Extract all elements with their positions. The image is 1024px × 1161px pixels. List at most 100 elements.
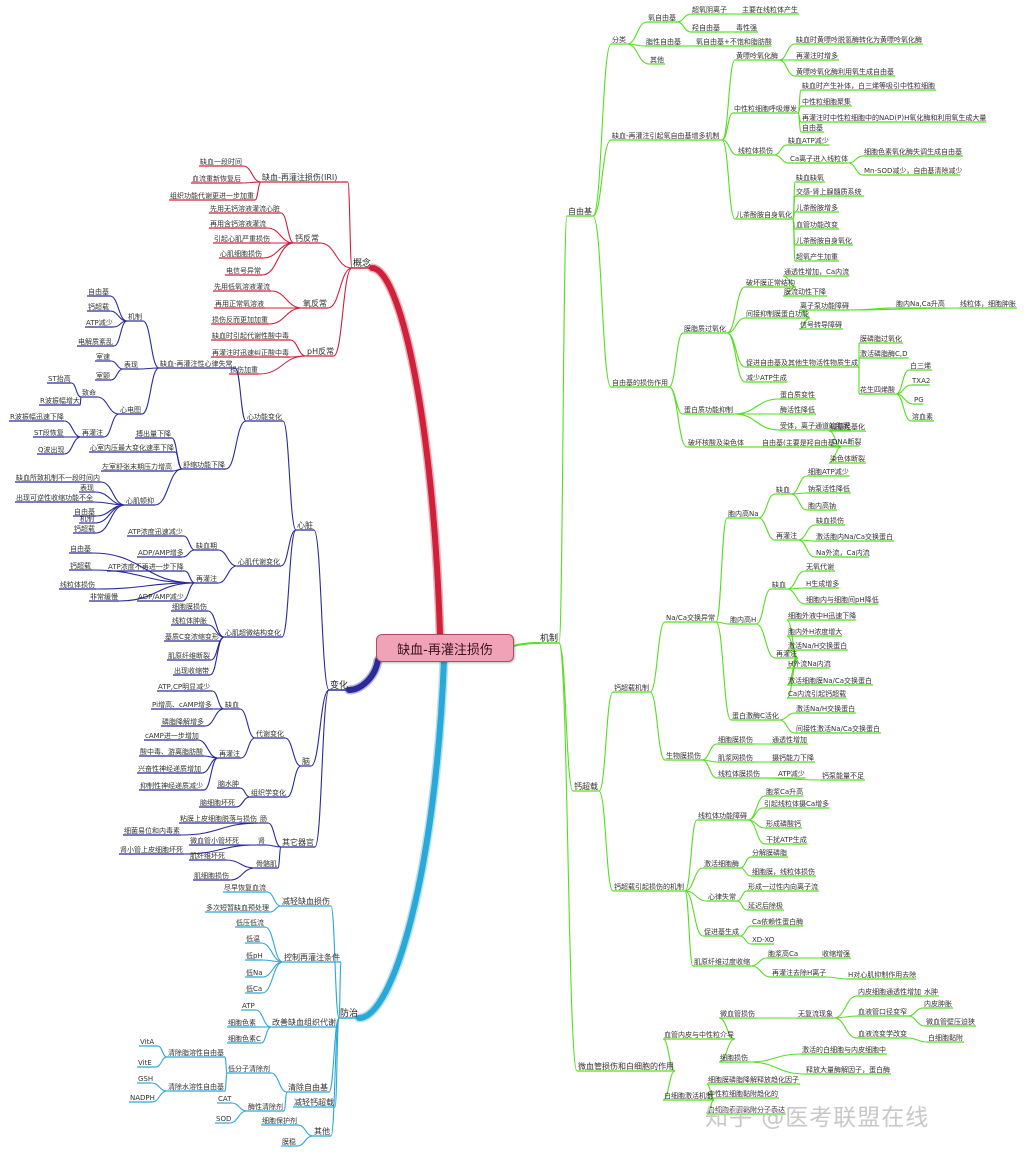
node-label-branches.3.children.0.children.2.children.0.children.3[interactable]: 减少ATP生成 — [746, 373, 787, 382]
node-label-branches.3.children.0.children.0.children.0.children.1[interactable]: 羟自由基 — [692, 23, 720, 32]
node-label-branches.1.children.0.children.0.children.0.children.2.children.0.children.0[interactable]: ST抬高 — [48, 374, 71, 383]
node-label-branches.3.children.0.children.2.children.2.children.0.children.0[interactable]: 碱基羟基化 — [830, 422, 865, 431]
node-label-branches.3.children.2[interactable]: 微血管损伤和白细胞的作用 — [578, 1061, 674, 1071]
node-label-branches.3.children.1.children.0.children.0.children.0.children.0.children.1[interactable]: 钠泵活性降低 — [808, 484, 850, 493]
node-label-branches.3.children.1.children.1.children.2[interactable]: 心律失常 — [708, 892, 736, 901]
node-label-branches.3.children.0.children.2.children.0.children.2.children.2.children.2[interactable]: PG — [914, 396, 924, 404]
node-label-branches.1.children.0.children.2[interactable]: 心肌超微结构变化 — [225, 628, 281, 637]
node-label-branches.1.children.0.children.1.children.1.children.1[interactable]: 钙超载 — [70, 561, 91, 570]
node-label-branches.3.children.2.children.0.children.0.children.0.children.1.children.1[interactable]: 微血管壁压迫狭 — [926, 1017, 975, 1026]
node-label-branches.3.children.0.children.0.children.1[interactable]: 脂性自由基 — [646, 37, 681, 46]
node-label-branches.3.children.0.children.0.children.0.children.0[interactable]: 超氧阴离子 — [692, 5, 727, 14]
node-label-branches.3.children.0.children.1.children.3.children.4[interactable]: 儿茶酚胺自身氧化 — [796, 236, 852, 245]
node-label-branches.3.children.1.children.0.children.0.children.1.children.1.children.0[interactable]: 细胞外液中H迅速下降 — [788, 611, 856, 620]
branch-label-concept[interactable]: 概念 — [353, 257, 371, 269]
node-label-branches.3.children.1.children.0.children.0.children.0.children.1[interactable]: 再灌注 — [776, 531, 797, 540]
node-label-branches.3.children.0.children.2.children.0.children.2.children.2[interactable]: 花生四烯酸 — [860, 385, 895, 394]
node-label-branches.3.children.0.children.1.children.1.children.3[interactable]: 自由基 — [802, 123, 823, 132]
node-label-branches.3.children.1.children.0.children.0.children.2.children.1[interactable]: 间接性激活Na/Ca交换蛋白 — [796, 724, 880, 733]
node-label-branches.3.children.0.children.2.children.0.children.2.children.1[interactable]: 激活磷脂酶C,D — [860, 349, 908, 358]
node-label-branches.1.children.0.children.0.children.0[interactable]: 缺血-再灌注性心律失常 — [160, 359, 233, 368]
node-label-branches.3.children.1.children.0.children.1.children.0.children.0[interactable]: 通透性增加 — [772, 735, 807, 744]
node-label-branches.3.children.0.children.1.children.1.children.0[interactable]: 缺血时产生补体，白三烯等吸引中性粒细胞 — [802, 81, 935, 90]
node-label-branches.2.children.2.children.0[interactable]: ATP — [242, 1002, 255, 1010]
node-label-branches.3.children.0.children.2.children.0.children.2.children.0[interactable]: 膜磷脂过氧化 — [860, 334, 902, 343]
node-label-branches.3.children.1.children.1.children.4.children.1[interactable]: 再灌注去除H离子 — [772, 968, 826, 977]
node-label-branches.3.children.2.children.0.children.0.children.0.children.0.children.0[interactable]: 水肿 — [924, 987, 938, 996]
node-label-branches.3.children.1.children.1.children.1[interactable]: 激活细胞酶 — [704, 859, 739, 868]
node-label-branches.3.children.2.children.0.children.0.children.0.children.1[interactable]: 血液管口径变窄 — [858, 1007, 907, 1016]
node-label-branches.2.children.3.children.0.children.0.children.1[interactable]: VitE — [138, 1059, 152, 1067]
node-label-branches.1.children.0.children.0.children.0.children.1[interactable]: 表现 — [124, 360, 138, 369]
node-label-branches.2.children.1.children.0[interactable]: 低压低流 — [236, 918, 264, 927]
node-label-branches.1.children.0.children.0.children.0.children.0[interactable]: 机制 — [128, 312, 142, 321]
node-label-branches.1.children.0.children.0.children.0.children.2.children.1.children.0[interactable]: R波振幅迅速下降 — [10, 412, 64, 421]
node-label-branches.1.children.0.children.0.children.1.children.3.children.4[interactable]: 机制 — [80, 514, 94, 523]
node-label-branches.1.children.0.children.0.children.0.children.2.children.1.children.2[interactable]: Q波出现 — [38, 445, 65, 454]
node-label-branches.3.children.2.children.0.children.1[interactable]: 细胞损伤 — [720, 1053, 748, 1062]
node-label-branches.0.children.1.children.1[interactable]: 再用含钙溶液灌流 — [210, 219, 266, 228]
node-label-branches.3.children.0.children.2.children.0.children.1.children.0.children.1[interactable]: 线粒体，细胞肿胀 — [960, 299, 1016, 308]
node-label-branches.3.children.1.children.0.children.0.children.0.children.1.children.0[interactable]: 缺血损伤 — [816, 516, 844, 525]
branch-label-mech[interactable]: 机制 — [540, 632, 558, 644]
node-label-branches.0.children.0.children.1[interactable]: 血流重新恢复后 — [192, 174, 241, 183]
node-label-branches.3.children.1.children.0.children.0.children.1.children.1[interactable]: 再灌注 — [776, 649, 797, 658]
node-label-branches.2.children.0[interactable]: 减轻缺血损伤 — [282, 896, 330, 906]
node-label-branches.3.children.0.children.2.children.0.children.0.children.1[interactable]: 膜流动性下降 — [784, 287, 826, 296]
node-label-branches.3.children.1.children.1[interactable]: 钙超载引起损伤的机制 — [614, 882, 684, 891]
node-label-branches.3.children.1.children.1.children.3.children.0[interactable]: Ca依赖性蛋白酶 — [752, 917, 803, 926]
node-label-branches.1.children.1.children.0.children.0.children.0[interactable]: ATP,CP明显减少 — [158, 682, 210, 691]
node-label-branches.0.children.1[interactable]: 钙反常 — [295, 233, 319, 243]
node-label-branches.3.children.0.children.1.children.1.children.2[interactable]: 再灌注时中性粒细胞中的NAD(P)H氧化酶和利用氧生成大量 — [802, 113, 986, 122]
node-label-branches.3.children.0.children.1.children.2[interactable]: 线粒体损伤 — [738, 146, 773, 155]
node-label-branches.3.children.2.children.0.children.0.children.0.children.1.children.0[interactable]: 内皮肿胀 — [924, 999, 952, 1008]
node-label-branches.3.children.1.children.0.children.1[interactable]: 生物膜损伤 — [666, 751, 701, 760]
node-label-branches.3.children.1.children.0.children.1.children.0[interactable]: 细胞膜损伤 — [718, 735, 753, 744]
node-label-branches.1.children.0.children.0.children.0.children.1.children.1[interactable]: 室颤 — [96, 371, 110, 380]
node-label-branches.0.children.2.children.1[interactable]: 再用正常氧溶液 — [215, 299, 264, 308]
node-label-branches.0.children.0.children.2[interactable]: 组织功能代谢更进一步加重 — [170, 191, 254, 200]
node-label-branches.1.children.0.children.0.children.0.children.0.children.1[interactable]: 钙超载 — [88, 302, 109, 311]
node-label-branches.3.children.0.children.2.children.0.children.2[interactable]: 促进自由基及其他生物活性物质生成 — [746, 358, 858, 367]
node-label-branches.3.children.1.children.1.children.4[interactable]: 肌原纤维过度收缩 — [694, 957, 750, 966]
node-label-branches.3.children.0.children.2.children.0.children.2.children.2.children.0[interactable]: 白三烯 — [910, 361, 931, 370]
node-label-branches.3.children.2.children.0.children.0.children.0.children.0[interactable]: 内皮细胞通透性增加 — [858, 987, 921, 996]
node-label-branches.3.children.0.children.1.children.0.children.1[interactable]: 再灌注时增多 — [796, 51, 838, 60]
node-label-branches.3.children.0.children.2.children.0.children.1.children.0[interactable]: 离子泵功能障碍 — [800, 301, 849, 310]
node-label-branches.1.children.0.children.0.children.1.children.0[interactable]: 搏出量下降 — [136, 429, 171, 438]
node-label-branches.1.children.2.children.1.children.0[interactable]: 微血管小管坏死 — [190, 836, 239, 845]
node-label-branches.1.children.0.children.0.children.1.children.3.children.5[interactable]: 钙超载 — [74, 524, 95, 533]
node-label-branches.1.children.1.children.0.children.0[interactable]: 缺血 — [225, 700, 239, 709]
node-label-branches.3.children.1.children.0.children.0.children.1.children.0.children.1[interactable]: H生成增多 — [806, 579, 839, 588]
node-label-branches.1.children.2.children.0[interactable]: 肠 — [260, 814, 267, 823]
node-label-branches.1.children.1.children.0.children.0.children.2[interactable]: 磷脂降解增多 — [162, 717, 204, 726]
node-label-branches.3.children.1.children.0.children.1.children.2.children.1[interactable]: 钙泵能量不足 — [822, 771, 864, 780]
node-label-branches.0.children.3.children.2[interactable]: 损伤加重 — [230, 365, 258, 374]
node-label-branches.1.children.0.children.0.children.1.children.3.children.0[interactable]: 缺血所致机制不一段时间内 — [16, 473, 100, 482]
node-label-branches.0.children.3.children.0[interactable]: 缺血时引起代谢性酸中毒 — [212, 331, 289, 340]
node-label-branches.1.children.0.children.0.children.0.children.1.children.0[interactable]: 室速 — [96, 352, 110, 361]
node-label-branches.3.children.0.children.1.children.3.children.5[interactable]: 超氧产生加重 — [796, 252, 838, 261]
node-label-branches.3.children.1.children.1.children.4.children.0[interactable]: 胞浆高Ca — [768, 949, 798, 958]
node-label-branches.0.children.1.children.0[interactable]: 先用无钙溶液灌流心脏 — [210, 204, 280, 213]
node-label-branches.1.children.0.children.0.children.0.children.2.children.0[interactable]: 致命 — [82, 388, 96, 397]
node-label-branches.1.children.2.children.2[interactable]: 骨骼肌 — [256, 859, 277, 868]
node-label-branches.1.children.0.children.0.children.1[interactable]: 舒缩功能下降 — [183, 460, 225, 469]
node-label-branches.3.children.1.children.1.children.0.children.1[interactable]: 引起线粒体摄Ca增多 — [764, 799, 829, 808]
node-label-branches.3.children.1.children.0.children.0.children.0.children.0.children.0[interactable]: 细胞ATP减少 — [808, 467, 849, 476]
node-label-branches.3.children.2.children.1.children.1[interactable]: 中性粒细胞黏附趋化的 — [708, 1089, 778, 1098]
node-label-branches.1.children.1[interactable]: 脑 — [302, 756, 310, 766]
node-label-branches.3.children.0.children.1.children.1[interactable]: 中性粒细胞呼吸爆发 — [734, 104, 797, 113]
node-label-branches.3.children.1.children.0.children.0.children.1.children.1.children.2[interactable]: 激活Na/H交换蛋白 — [788, 641, 847, 650]
node-label-branches.3.children.1.children.1.children.3.children.1[interactable]: XD-XO — [752, 936, 775, 944]
node-label-branches.1.children.1.children.1.children.1[interactable]: 脑细胞坏死 — [200, 798, 235, 807]
node-label-branches.1.children.0.children.0.children.0.children.0.children.3[interactable]: 电解质紊乱 — [78, 337, 113, 346]
central-topic[interactable]: 缺血-再灌注损伤 — [376, 634, 514, 662]
node-label-branches.1.children.1.children.0.children.0.children.1[interactable]: Pi增高、cAMP增多 — [152, 700, 212, 709]
node-label-branches.3.children.0.children.2.children.1.children.1[interactable]: 酶活性降低 — [780, 405, 815, 414]
node-label-branches.3.children.0.children.2.children.0.children.1.children.0.children.0[interactable]: 胞内Na,Ca升高 — [896, 299, 945, 308]
node-label-branches.1.children.0.children.0.children.1.children.2[interactable]: 左室舒张末期压力增高 — [102, 462, 172, 471]
node-label-branches.1.children.0.children.1.children.1.children.5[interactable]: 非常缓慢 — [90, 592, 118, 601]
node-label-branches.3.children.0.children.2.children.0.children.1.children.1[interactable]: 信号转导障碍 — [800, 320, 842, 329]
node-label-branches.2.children.3.children.0.children.0[interactable]: 清除脂溶性自由基 — [168, 1048, 224, 1057]
